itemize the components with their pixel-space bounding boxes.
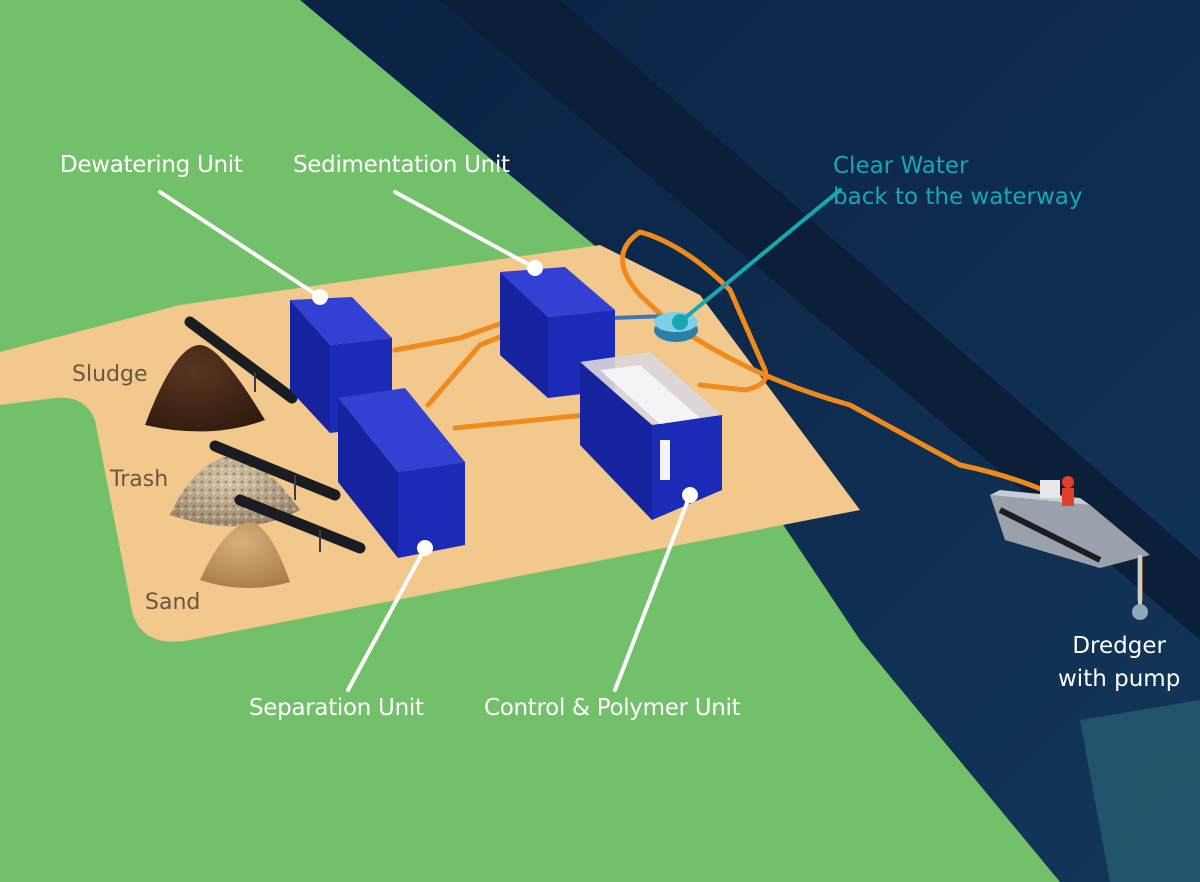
pipe-sed-to-dewatering <box>392 319 508 353</box>
leader-separation <box>346 546 427 692</box>
sludge-label: Sludge <box>72 362 148 387</box>
dot-clear-water <box>672 314 688 330</box>
dewatering-unit-label: Dewatering Unit <box>60 152 243 178</box>
dredger-label: Dredger with pump <box>1058 630 1180 696</box>
dot-separation <box>417 540 433 556</box>
clear-water-label-line2: back to the waterway <box>833 184 1083 210</box>
clear-water-label-line1: Clear Water <box>833 153 969 179</box>
conveyor-sand <box>234 494 366 554</box>
pipe-separation-to-control <box>452 412 588 431</box>
dredger <box>990 476 1150 620</box>
clear-water-label: Clear Water back to the waterway <box>833 151 1082 213</box>
control-polymer-unit-label: Control & Polymer Unit <box>484 695 741 721</box>
pipe-sed-to-separation <box>425 332 508 408</box>
conveyor-trash <box>209 440 341 501</box>
dot-dewatering <box>312 289 328 305</box>
leader-sedimentation <box>393 190 537 270</box>
conveyors <box>184 316 366 554</box>
pipe-loop <box>620 229 769 393</box>
leader-dewatering <box>158 190 322 299</box>
conveyor-supports <box>254 372 321 552</box>
sand-label: Sand <box>145 590 201 615</box>
dredger-label-line2: with pump <box>1058 666 1181 692</box>
sludge-pile <box>145 345 265 432</box>
dredger-label-line1: Dredger <box>1072 633 1166 659</box>
separation-container <box>338 388 465 558</box>
sedimentation-container <box>500 267 615 398</box>
trash-label: Trash <box>110 467 169 492</box>
sedimentation-unit-label: Sedimentation Unit <box>293 152 510 178</box>
sand-pile <box>200 522 290 589</box>
separation-unit-label: Separation Unit <box>249 695 424 721</box>
dot-sedimentation <box>527 260 543 276</box>
dot-control <box>682 487 698 503</box>
control-polymer-container <box>580 352 722 520</box>
leader-lines <box>158 188 842 692</box>
leader-clear-water <box>678 188 842 324</box>
leader-control <box>613 493 692 692</box>
conveyor-sludge <box>184 316 298 404</box>
waterway-shallows <box>1080 700 1200 882</box>
